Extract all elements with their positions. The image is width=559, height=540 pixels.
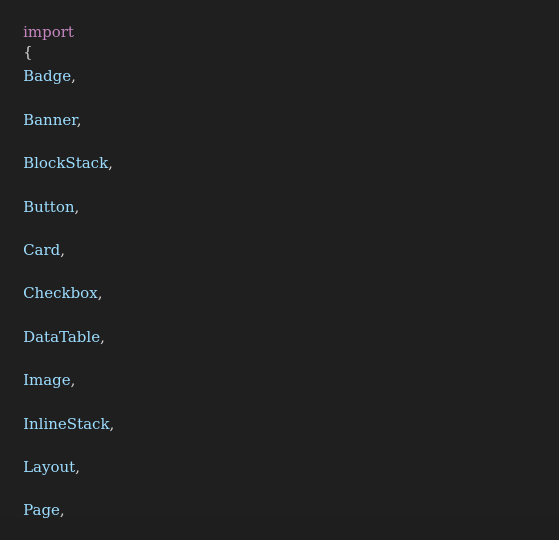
code-line-import-blockstack: BlockStack, bbox=[4, 133, 113, 172]
comma: , bbox=[100, 328, 105, 346]
import-name-image: Image bbox=[23, 371, 71, 389]
comma: , bbox=[60, 241, 66, 259]
code-line-import-page: Page, bbox=[4, 480, 65, 519]
code-line-import-layout: Layout, bbox=[4, 437, 80, 476]
import-name-card: Card bbox=[23, 241, 61, 259]
import-name-banner: Banner bbox=[23, 111, 77, 129]
code-line-import: import { bbox=[4, 2, 74, 61]
code-line-import-button: Button, bbox=[4, 177, 79, 216]
import-name-badge: Badge bbox=[23, 67, 72, 85]
code-editor[interactable]: import { Badge, Banner, BlockStack, Butt… bbox=[0, 0, 559, 519]
code-line-import-banner: Banner, bbox=[4, 90, 81, 129]
code-line-import-inlinestack: InlineStack, bbox=[4, 394, 114, 433]
import-name-layout: Layout bbox=[23, 458, 76, 476]
import-name-blockstack: BlockStack bbox=[23, 154, 109, 172]
import-name-page: Page bbox=[23, 501, 60, 519]
open-brace: { bbox=[23, 43, 33, 61]
comma: , bbox=[97, 284, 103, 302]
comma: , bbox=[59, 501, 65, 519]
comma: , bbox=[109, 415, 115, 433]
import-name-inlinestack: InlineStack bbox=[23, 415, 110, 433]
code-line-import-card: Card, bbox=[4, 220, 65, 259]
import-name-datatable: DataTable bbox=[23, 328, 101, 346]
code-line-import-datatable: DataTable, bbox=[4, 307, 105, 346]
comma: , bbox=[75, 458, 80, 476]
comma: , bbox=[71, 67, 76, 85]
comma: , bbox=[70, 371, 76, 389]
comma: , bbox=[74, 198, 80, 216]
import-name-checkbox: Checkbox bbox=[23, 284, 98, 302]
import-keyword: import bbox=[23, 23, 74, 41]
code-line-import-checkbox: Checkbox, bbox=[4, 263, 102, 302]
comma: , bbox=[76, 111, 82, 129]
code-line-import-badge: Badge, bbox=[4, 46, 76, 85]
import-name-button: Button bbox=[23, 198, 75, 216]
comma: , bbox=[108, 154, 113, 172]
code-line-import-image: Image, bbox=[4, 350, 75, 389]
